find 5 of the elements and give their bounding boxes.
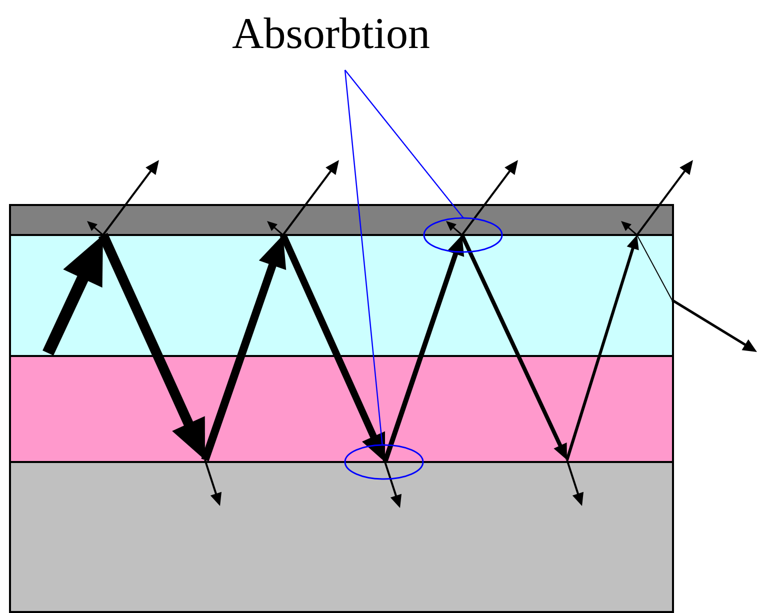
highlight-ellipse xyxy=(422,216,504,254)
callout-label: Absorbtion xyxy=(232,12,430,56)
leader-line xyxy=(344,70,464,218)
highlight-ellipse xyxy=(343,443,425,481)
leader-line xyxy=(344,70,383,446)
